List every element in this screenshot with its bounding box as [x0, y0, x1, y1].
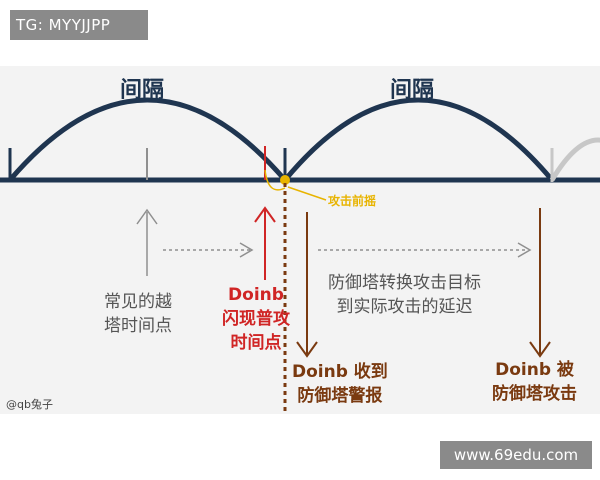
diagram-panel: [0, 66, 600, 414]
watermark-tg: TG: MYYJJPP: [10, 10, 148, 40]
doinb-flash-label: Doinb 闪现普攻 时间点: [222, 285, 290, 353]
windup-pointer: [287, 186, 327, 201]
attack-windup-label: 攻击前摇: [328, 194, 377, 208]
watermark-site: www.69edu.com: [440, 441, 592, 469]
interval-arc-2: [283, 97, 554, 182]
doinb-hit-label: Doinb 被 防御塔攻击: [492, 360, 577, 404]
windup-curve: [264, 169, 286, 191]
interval-label-1: 间隔: [120, 78, 165, 103]
doinb-alert-label: Doinb 收到 防御塔警报: [292, 362, 388, 406]
interval-label-2: 间隔: [390, 78, 435, 103]
interval-arc-3-faded: [549, 137, 600, 182]
author-credit: @qb兔子: [6, 398, 53, 411]
interval-arc-1: [8, 97, 287, 182]
windup-dot: [280, 175, 290, 185]
tower-switch-label: 防御塔转换攻击目标 到实际攻击的延迟: [328, 273, 481, 317]
common-dive-label: 常见的越 塔时间点: [104, 292, 172, 336]
